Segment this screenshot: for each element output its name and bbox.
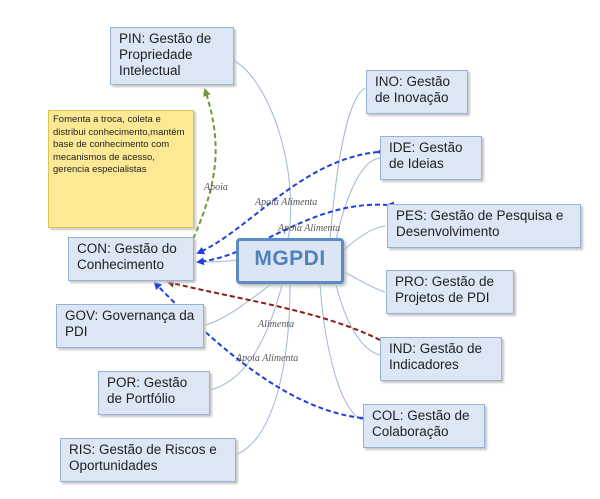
relation-label-text: Apoia Alimenta xyxy=(236,353,299,364)
node-pro[interactable]: PRO: Gestão de Projetos de PDI xyxy=(386,270,514,314)
branch-line-pin xyxy=(232,59,292,241)
node-con-label: CON: Gestão do Conhecimento xyxy=(77,241,177,272)
branch-line-ide xyxy=(335,157,381,241)
node-pin[interactable]: PIN: Gestão de Propriedade Intelectual xyxy=(110,27,234,85)
branch-line-por xyxy=(209,284,283,391)
node-ino[interactable]: INO: Gestão de Inovação xyxy=(366,70,468,114)
node-pes[interactable]: PES: Gestão de Pesquisa e Desenvolviment… xyxy=(387,204,581,248)
relation-label-apoia-alimenta-pes: Apoia Alimenta xyxy=(278,223,340,234)
branch-line-con xyxy=(194,259,237,263)
node-por-label: POR: Gestão de Portfólio xyxy=(107,375,188,406)
center-label: MGPDI xyxy=(254,247,326,270)
node-ide-label: IDE: Gestão de Ideias xyxy=(389,140,463,171)
node-pin-label: PIN: Gestão de Propriedade Intelectual xyxy=(119,31,212,78)
node-col-label: COL: Gestão de Colaboração xyxy=(372,408,470,439)
branch-line-pes xyxy=(343,225,386,251)
relation-label-text: Apoia Alimenta xyxy=(255,197,318,208)
node-con[interactable]: CON: Gestão do Conhecimento xyxy=(68,237,194,281)
node-gov[interactable]: GOV: Governança da PDI xyxy=(56,304,204,348)
note-text: Fomenta a troca, coleta e distribui conh… xyxy=(53,114,185,175)
node-ris[interactable]: RIS: Gestão de Riscos e Oportunidades xyxy=(60,438,236,482)
node-gov-label: GOV: Governança da PDI xyxy=(65,308,195,339)
node-por[interactable]: POR: Gestão de Portfólio xyxy=(98,371,210,415)
relation-label-apoia-alimenta-col: Apoia Alimenta xyxy=(236,353,298,364)
node-ino-label: INO: Gestão de Inovação xyxy=(375,74,451,105)
branch-line-ris xyxy=(234,284,291,456)
node-col[interactable]: COL: Gestão de Colaboração xyxy=(363,404,485,448)
branch-line-col xyxy=(319,284,363,421)
node-ris-label: RIS: Gestão de Riscos e Oportunidades xyxy=(69,442,217,473)
branch-line-ind xyxy=(335,284,381,356)
arrow-pes-con xyxy=(196,201,395,266)
relation-label-text: Apoia Alimenta xyxy=(278,223,341,234)
relation-label-alimenta: Alimenta xyxy=(258,319,295,330)
branch-line-pro xyxy=(343,271,386,293)
node-ind[interactable]: IND: Gestão de Indicadores xyxy=(380,337,502,381)
center-node-mgpdi[interactable]: MGPDI xyxy=(236,238,344,284)
node-ide[interactable]: IDE: Gestão de Ideias xyxy=(380,136,482,180)
node-pro-label: PRO: Gestão de Projetos de PDI xyxy=(395,274,495,305)
relation-label-apoia: Apoia xyxy=(204,182,228,193)
relation-label-apoia-alimenta-ide: Apoia Alimenta xyxy=(255,197,317,208)
node-ind-label: IND: Gestão de Indicadores xyxy=(389,341,483,372)
note-con-description: Fomenta a troca, coleta e distribui conh… xyxy=(48,110,194,228)
node-pes-label: PES: Gestão de Pesquisa e Desenvolviment… xyxy=(396,208,564,239)
